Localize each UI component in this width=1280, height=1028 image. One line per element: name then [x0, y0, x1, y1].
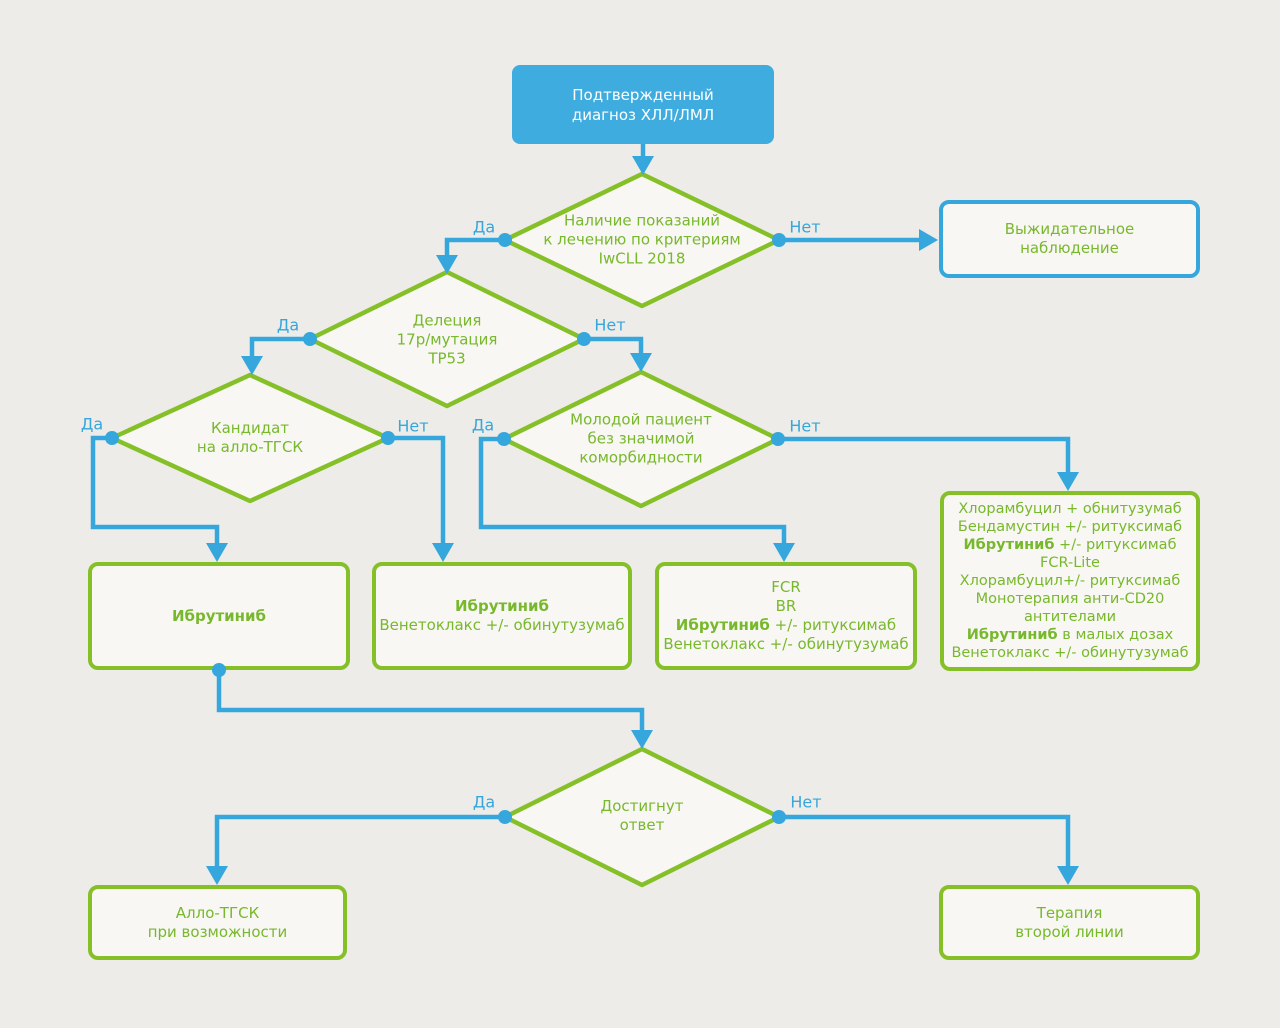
node-text: BR	[775, 597, 797, 615]
decision-text: Кандидат	[210, 419, 290, 437]
decision-response-label: Достигнут ответ	[601, 797, 684, 835]
node-text: Монотерапия анти-CD20	[975, 591, 1165, 607]
node-text: Венетоклакс +/- обинутузумаб	[379, 616, 625, 634]
decision-text: Делеция	[412, 311, 482, 330]
edge-response-no	[772, 810, 1079, 885]
arrow-down-icon	[1057, 472, 1079, 491]
decision-deletion-label: Делеция 17р/мутация ТР53	[397, 312, 498, 369]
arrow-down-icon	[206, 866, 228, 885]
connector-dot	[497, 432, 511, 446]
edge-deletion-yes	[241, 332, 317, 375]
connector-dot	[498, 233, 512, 247]
arrow-down-icon	[630, 353, 652, 372]
connector-dot	[771, 432, 785, 446]
connector-dot	[105, 431, 119, 445]
edge-label-no-response: Нет	[790, 792, 822, 812]
edge-label-no-deletion: Нет	[594, 315, 626, 335]
edge-label-no-young: Нет	[789, 416, 821, 436]
node-text: в малых дозах	[1057, 627, 1174, 643]
node-text: Хлорамбуцил+/- ритуксимаб	[959, 573, 1181, 589]
node-text: FCR	[771, 578, 801, 596]
node-text: Ибрутиниб +/- ритуксимаб	[676, 616, 896, 635]
edge-start-to-indications	[632, 144, 654, 175]
node-text: Терапия	[1036, 903, 1103, 922]
edge-label-yes-indications: Да	[472, 217, 496, 237]
start-node-text: Подтвержденный	[572, 85, 714, 104]
edge-candidate-no	[381, 431, 454, 562]
edge-label-yes-young: Да	[471, 415, 495, 435]
arrow-right-icon	[919, 229, 938, 251]
decision-text: IwCLL 2018	[598, 249, 686, 268]
node-text: при возможности	[147, 922, 288, 941]
decision-text: без значимой	[587, 429, 695, 448]
edge-label-no-indications: Нет	[789, 217, 821, 237]
edge-label-yes-deletion: Да	[276, 315, 300, 335]
arrow-down-icon	[241, 356, 263, 375]
node-watchful-waiting: Выжидательное наблюдение	[939, 200, 1200, 278]
decision-text: на алло-ТГСК	[196, 438, 304, 456]
decision-text: коморбидности	[579, 448, 703, 467]
start-node-confirmed-diagnosis: Подтвержденный диагноз ХЛЛ/ЛМЛ	[512, 65, 774, 144]
decision-text: Молодой пациент	[570, 410, 712, 429]
drug-name-bold: Ибрутиниб	[966, 627, 1058, 643]
edge-deletion-no	[577, 332, 652, 372]
node-text: Ибрутиниб +/- ритуксимаб	[963, 536, 1176, 554]
edge-label-yes-response: Да	[472, 792, 496, 812]
decision-text: Наличие показаний	[563, 211, 721, 230]
connector-dot	[577, 332, 591, 346]
arrow-down-icon	[632, 156, 654, 175]
edge-label-no-candidate: Нет	[397, 416, 429, 436]
node-allo-hsct: Алло-ТГСК при возможности	[88, 885, 347, 960]
connector-dot	[381, 431, 395, 445]
drug-name-bold: Ибрутиниб	[963, 537, 1055, 553]
node-text: FCR-Lite	[1040, 555, 1100, 571]
node-text: Алло-ТГСК	[175, 903, 260, 922]
node-text: +/- ритуксимаб	[769, 616, 897, 634]
node-text: второй линии	[1015, 922, 1124, 941]
node-text: +/- ритуксимаб	[1054, 537, 1177, 553]
node-elderly-options: Хлорамбуцил + обнитузумаб Бендамустин +/…	[940, 491, 1200, 671]
node-text: Хлорамбуцил + обнитузумаб	[958, 501, 1182, 517]
node-text: Ибрутиниб в малых дозах	[967, 626, 1174, 644]
edge-young-no	[771, 432, 1079, 491]
decision-indications-label: Наличие показаний к лечению по критериям…	[543, 212, 740, 269]
decision-text: к лечению по критериям	[543, 230, 741, 249]
node-text: Выжидательное	[1004, 220, 1135, 238]
edge-indications-yes	[436, 233, 512, 274]
connector-dot	[498, 810, 512, 824]
connector-dot	[772, 233, 786, 247]
arrow-down-icon	[631, 730, 653, 749]
connector-dot	[772, 810, 786, 824]
node-second-line-therapy: Терапия второй линии	[939, 885, 1200, 960]
node-text: Бендамустин +/- ритуксимаб	[957, 519, 1183, 535]
arrow-down-icon	[206, 543, 228, 562]
node-text: антителами	[1023, 609, 1117, 625]
node-text: Ибрутиниб	[454, 597, 550, 615]
node-text: Ибрутиниб	[171, 606, 267, 625]
node-ibrutinib-venetoclax: Ибрутиниб Венетоклакс +/- обинутузумаб	[372, 562, 632, 670]
decision-text: 17р/мутация	[396, 330, 498, 349]
edge-ibrutinib-to-response	[212, 663, 653, 749]
node-text: наблюдение	[1020, 239, 1119, 257]
decision-text: ТР53	[428, 349, 466, 368]
arrow-down-icon	[1057, 866, 1079, 885]
decision-text: Достигнут	[600, 797, 684, 815]
arrow-down-icon	[432, 543, 454, 562]
arrow-down-icon	[436, 255, 458, 274]
start-node-text: диагноз ХЛЛ/ЛМЛ	[571, 105, 715, 124]
decision-text: ответ	[619, 816, 665, 834]
decision-young-label: Молодой пациент без значимой коморбиднос…	[570, 411, 712, 468]
arrow-down-icon	[773, 543, 795, 562]
node-ibrutinib: Ибрутиниб	[88, 562, 350, 670]
drug-name-bold: Ибрутиниб	[675, 616, 770, 634]
node-text: Венетоклакс +/- обинутузумаб	[951, 645, 1189, 661]
edge-label-yes-candidate: Да	[80, 414, 104, 434]
decision-candidate-label: Кандидат на алло-ТГСК	[197, 419, 303, 457]
node-text: Венетоклакс +/- обинутузумаб	[663, 635, 909, 653]
node-fcr-br: FCR BR Ибрутиниб +/- ритуксимаб Венетокл…	[655, 562, 917, 670]
edge-response-yes	[206, 810, 512, 885]
connector-dot	[303, 332, 317, 346]
